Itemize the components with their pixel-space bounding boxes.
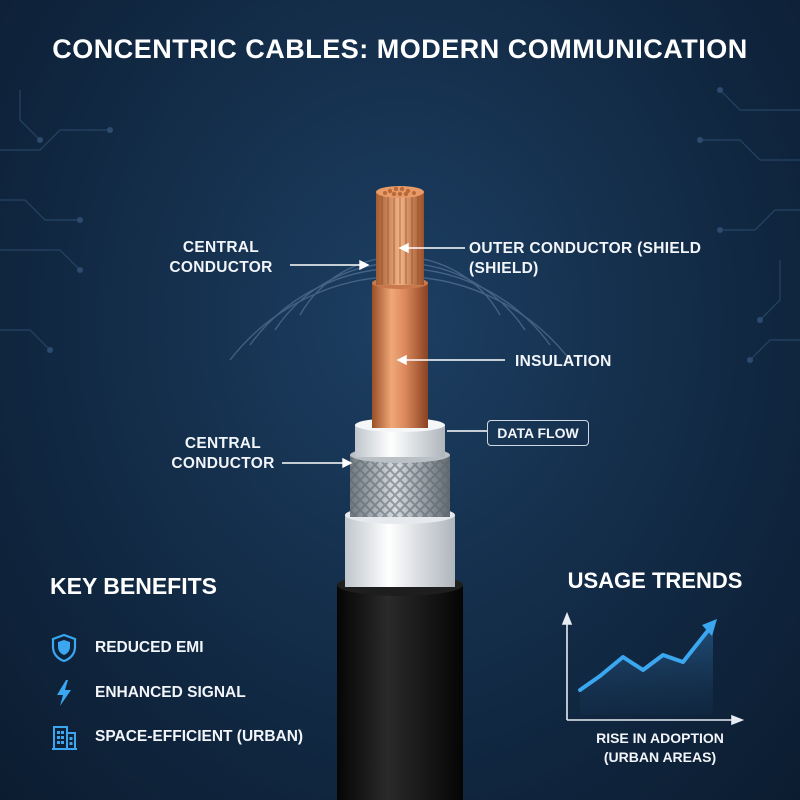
label-central-conductor-top: CENTRAL CONDUCTOR: [169, 239, 273, 276]
usage-trends-caption: RISE IN ADOPTION (URBAN AREAS): [596, 730, 724, 765]
benefit-item-emi: REDUCED EMI: [50, 633, 204, 663]
page-title: CONCENTRIC CABLES: MODERN COMMUNICATION: [52, 34, 748, 64]
outer-jacket: [337, 574, 463, 800]
lightning-icon: [57, 680, 71, 706]
benefit-label: SPACE-EFFICIENT (URBAN): [95, 728, 304, 745]
key-benefits-title: KEY BENEFITS: [50, 573, 217, 599]
label-outer-conductor: OUTER CONDUCTOR (SHIELD (SHIELD): [469, 240, 702, 277]
leader-lines: [282, 242, 505, 469]
building-icon: [52, 726, 77, 750]
dielectric-lower: [345, 506, 455, 587]
benefit-label: ENHANCED SIGNAL: [95, 684, 246, 701]
copper-strands: [376, 186, 424, 285]
copper-core: [372, 277, 428, 428]
benefit-item-space: SPACE-EFFICIENT (URBAN): [50, 722, 303, 752]
benefit-item-signal: ENHANCED SIGNAL: [50, 678, 246, 708]
braided-shield: [350, 447, 450, 517]
benefit-label: REDUCED EMI: [95, 639, 204, 656]
label-insulation: INSULATION: [515, 353, 612, 370]
usage-trends-title: USAGE TRENDS: [567, 568, 743, 593]
shield-icon: [51, 633, 77, 663]
data-flow-badge: DATA FLOW: [487, 420, 589, 446]
label-central-conductor-bottom: CENTRAL CONDUCTOR: [171, 435, 275, 472]
